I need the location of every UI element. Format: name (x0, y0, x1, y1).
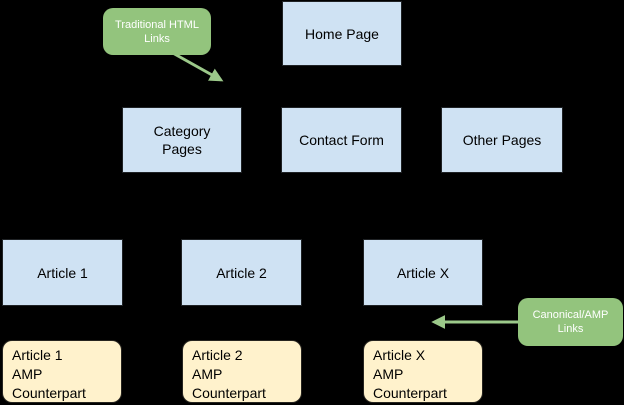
node-other-pages: Other Pages (441, 107, 563, 173)
node-label-line: Article X (373, 347, 426, 363)
node-label-line: Article 2 (192, 347, 243, 363)
node-label-line: Counterpart (192, 385, 266, 401)
traditional-links-arrow (170, 50, 224, 82)
node-label-line: Counterpart (12, 385, 86, 401)
node-category-pages: Category Pages (122, 107, 242, 173)
callout-label-line: Links (144, 32, 170, 45)
node-label: Contact Form (299, 132, 384, 148)
callout-traditional-html-links: Traditional HTML Links (103, 8, 211, 55)
node-label: Article 2 (216, 264, 267, 281)
node-article-2: Article 2 (181, 239, 302, 306)
node-label: Other Pages (462, 132, 542, 148)
node-label-line: Category (153, 123, 211, 139)
node-label-line: AMP (12, 366, 43, 382)
node-label: Home Page (305, 25, 379, 42)
callout-canonical-amp-links: Canonical/AMP Links (518, 298, 623, 346)
node-label-line: Counterpart (373, 385, 447, 401)
node-label-line: Pages (162, 141, 202, 157)
node-article-1: Article 1 (2, 239, 123, 306)
node-article-x: Article X (363, 239, 483, 306)
node-label-line: AMP (192, 366, 223, 382)
callout-label-line: Links (557, 323, 584, 335)
node-home-page: Home Page (282, 1, 402, 66)
callout-label-line: Traditional HTML (115, 18, 199, 31)
node-label-line: AMP (373, 366, 404, 382)
callout-label-line: Canonical/AMP (532, 309, 609, 321)
node-article-2-amp-counterpart: Article 2 AMP Counterpart (182, 340, 302, 403)
node-article-x-amp-counterpart: Article X AMP Counterpart (363, 340, 483, 403)
node-label: Article 1 (37, 264, 88, 281)
node-label: Article X (396, 264, 450, 281)
node-contact-form: Contact Form (281, 107, 402, 173)
node-label-line: Article 1 (12, 347, 63, 363)
node-article-1-amp-counterpart: Article 1 AMP Counterpart (2, 340, 122, 403)
